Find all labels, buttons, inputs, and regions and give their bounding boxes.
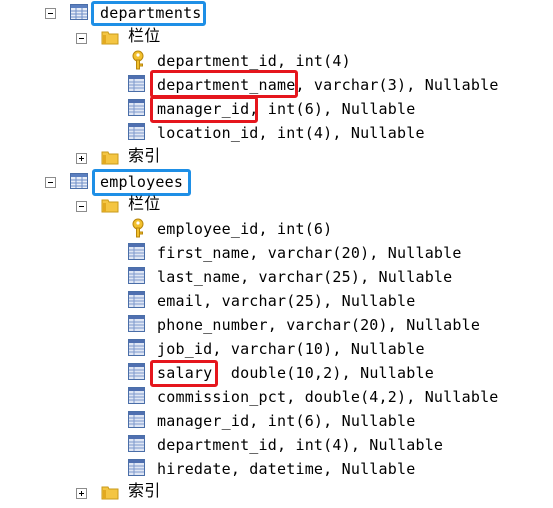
folder-icon: [101, 197, 119, 213]
table-icon: [70, 4, 88, 20]
column-type-text: varchar(3), Nullable: [304, 76, 499, 94]
highlight-box-manager-id: [150, 96, 258, 123]
column-icon: [128, 435, 146, 452]
column-department-id[interactable]: department_id, int(4): [157, 52, 351, 70]
column-icon: [128, 267, 146, 284]
column-icon: [128, 387, 146, 404]
highlight-box-employees: [92, 169, 191, 196]
column-type-text: int(6), Nullable: [258, 100, 416, 118]
folder-icon: [101, 149, 119, 165]
column-name-text: department_name,: [157, 76, 305, 94]
column-icon: [128, 75, 146, 92]
expand-toggle-icon[interactable]: [76, 488, 87, 499]
column-job-id[interactable]: job_id, varchar(10), Nullable: [157, 340, 425, 358]
index-folder-label[interactable]: 索引: [128, 146, 161, 165]
column-last-name[interactable]: last_name, varchar(25), Nullable: [157, 268, 453, 286]
column-email[interactable]: email, varchar(25), Nullable: [157, 292, 416, 310]
column-manager-id[interactable]: manager_id, int(6), Nullable: [157, 412, 416, 430]
table-icon: [70, 173, 88, 189]
collapse-toggle-icon[interactable]: [45, 177, 56, 188]
column-commission-pct[interactable]: commission_pct, double(4,2), Nullable: [157, 388, 499, 406]
column-department-id[interactable]: department_id, int(4), Nullable: [157, 436, 444, 454]
column-department-name[interactable]: department_name, varchar(3), Nullable: [157, 75, 499, 95]
collapse-toggle-icon[interactable]: [76, 33, 87, 44]
column-icon: [128, 339, 146, 356]
collapse-toggle-icon[interactable]: [76, 201, 87, 212]
column-icon: [128, 291, 146, 308]
column-first-name[interactable]: first_name, varchar(20), Nullable: [157, 244, 462, 262]
column-icon: [128, 123, 146, 140]
column-icon: [128, 411, 146, 428]
key-icon: [130, 218, 146, 238]
column-phone-number[interactable]: phone_number, varchar(20), Nullable: [157, 316, 481, 334]
table-name-departments[interactable]: departments: [100, 4, 202, 22]
highlight-box-departments: [91, 1, 206, 26]
column-hiredate[interactable]: hiredate, datetime, Nullable: [157, 460, 416, 478]
collapse-toggle-icon[interactable]: [45, 8, 56, 19]
expand-toggle-icon[interactable]: [76, 153, 87, 164]
key-icon: [130, 50, 146, 70]
columns-folder-label[interactable]: 栏位: [128, 194, 161, 213]
column-salary[interactable]: salary, double(10,2), Nullable: [157, 363, 434, 383]
table-name-employees[interactable]: employees: [100, 173, 184, 191]
highlight-box-department-name: [150, 70, 298, 98]
columns-folder-label[interactable]: 栏位: [128, 26, 161, 45]
column-location-id[interactable]: location_id, int(4), Nullable: [157, 124, 425, 142]
column-employee-id[interactable]: employee_id, int(6): [157, 220, 333, 238]
column-icon: [128, 459, 146, 476]
column-type-text: double(10,2), Nullable: [221, 364, 434, 382]
column-icon: [128, 363, 146, 380]
column-name-text: manager_id,: [157, 100, 259, 118]
folder-icon: [101, 29, 119, 45]
column-name-text: salary,: [157, 364, 222, 382]
column-icon: [128, 99, 146, 116]
highlight-box-salary: [150, 360, 218, 387]
column-manager-id[interactable]: manager_id, int(6), Nullable: [157, 99, 415, 119]
column-icon: [128, 243, 146, 260]
column-icon: [128, 315, 146, 332]
folder-icon: [101, 484, 119, 500]
index-folder-label[interactable]: 索引: [128, 481, 161, 500]
